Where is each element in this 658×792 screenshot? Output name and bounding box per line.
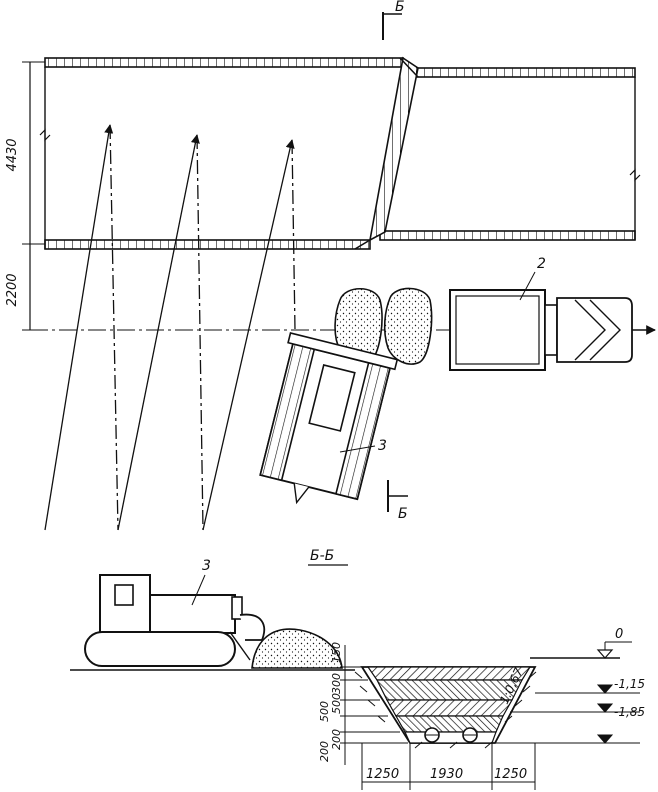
dim-1930: 1930 xyxy=(430,767,463,782)
movement-paths xyxy=(44,124,296,531)
dim-offset: 2200 xyxy=(5,273,20,306)
section-view: 3 1:0,67 xyxy=(70,558,645,790)
label-bulldozer-plan: 3 xyxy=(378,438,387,454)
dim-500a: 500 xyxy=(330,693,343,714)
dim-trench-width: 4430 xyxy=(5,138,20,171)
svg-text:-1,15: -1,15 xyxy=(614,677,645,691)
slanted-wall xyxy=(368,56,419,242)
svg-text:Б: Б xyxy=(395,0,405,15)
bottom-wall-right xyxy=(379,230,636,241)
plan-view: 4430 2200 2 xyxy=(5,56,656,531)
bulldozer-side: 3 xyxy=(84,558,266,667)
level-3 xyxy=(495,734,640,744)
bulldozer-plan xyxy=(259,332,399,505)
dim-1250-right: 1250 xyxy=(494,767,527,782)
label-bulldozer-section: 3 xyxy=(202,558,211,574)
dim-1250-left: 1250 xyxy=(366,767,399,782)
dump-truck: 2 xyxy=(449,256,633,371)
soil-pile-2 xyxy=(383,287,433,365)
dim-200b: 200 xyxy=(318,741,331,762)
section-title: Б-Б xyxy=(310,548,334,564)
layer-3 xyxy=(385,699,514,717)
label-truck: 2 xyxy=(537,256,546,272)
svg-text:Б: Б xyxy=(398,506,408,522)
level-0: 0 xyxy=(596,627,632,659)
level-2: -1,85 xyxy=(510,703,645,719)
dim-150: 150 xyxy=(330,642,343,663)
layer-top xyxy=(366,666,532,681)
dim-200a: 200 xyxy=(330,729,343,750)
soil-pile-section xyxy=(251,628,343,669)
top-wall-left xyxy=(44,57,404,68)
section-marker-bottom: Б xyxy=(387,480,408,522)
level-1: -1,15 xyxy=(535,677,645,694)
layer-base xyxy=(404,731,497,744)
section-marker-top: Б xyxy=(382,0,405,40)
svg-text:-1,85: -1,85 xyxy=(614,705,645,719)
svg-text:0: 0 xyxy=(615,627,623,642)
dim-300: 300 xyxy=(330,673,343,694)
dim-500b: 500 xyxy=(318,701,331,722)
layer-4 xyxy=(394,715,504,733)
top-wall-right xyxy=(414,67,636,78)
bottom-wall-left xyxy=(44,239,371,250)
